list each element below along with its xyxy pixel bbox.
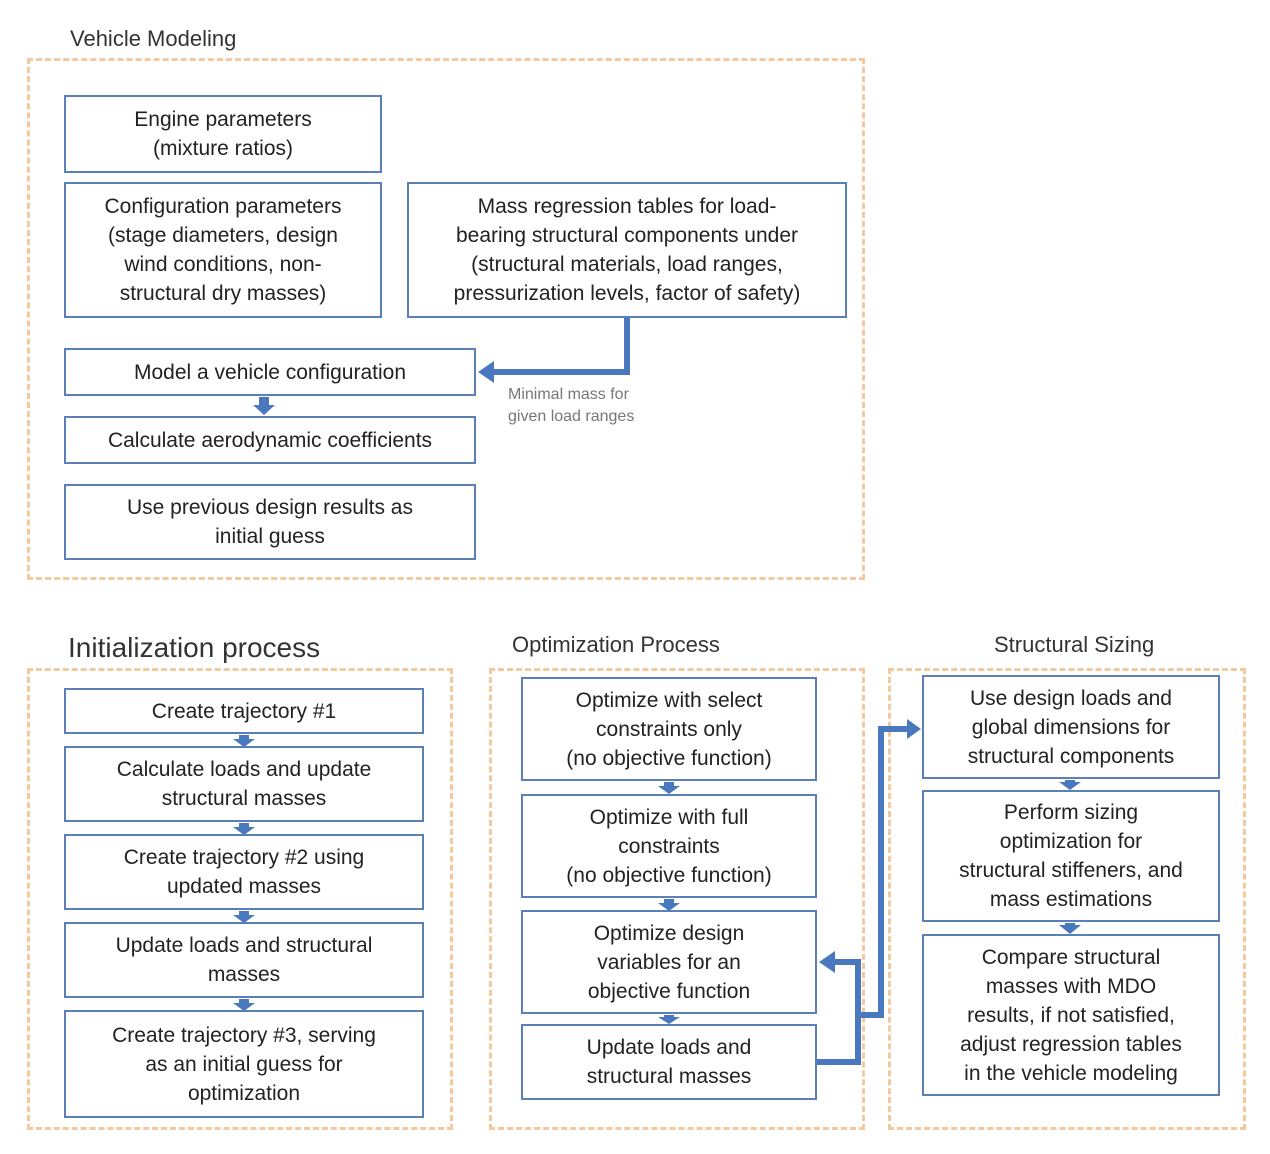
sizing-step-3: Compare structural masses with MDO resul… bbox=[922, 934, 1220, 1096]
structural-sizing-title: Structural Sizing bbox=[994, 632, 1155, 657]
init-step-4: Update loads and structural masses bbox=[64, 922, 424, 998]
init-step-5: Create trajectory #3, serving as an init… bbox=[64, 1010, 424, 1118]
sizing-step-1: Use design loads and global dimensions f… bbox=[922, 675, 1220, 779]
opt-step-2: Optimize with full constraints (no objec… bbox=[521, 794, 817, 898]
optimization-title: Optimization Process bbox=[512, 632, 720, 657]
init-step-2: Calculate loads and update structural ma… bbox=[64, 746, 424, 822]
mass-regression-box: Mass regression tables for load- bearing… bbox=[407, 182, 847, 318]
opt-step-3: Optimize design variables for an objecti… bbox=[521, 910, 817, 1014]
init-step-1: Create trajectory #1 bbox=[64, 688, 424, 734]
initialization-title: Initialization process bbox=[68, 632, 321, 663]
vehicle-modeling-group bbox=[27, 58, 865, 580]
aero-coefficients-box: Calculate aerodynamic coefficients bbox=[64, 416, 476, 464]
engine-parameters-box: Engine parameters (mixture ratios) bbox=[64, 95, 382, 173]
initialization-group bbox=[27, 668, 453, 1130]
init-step-3: Create trajectory #2 using updated masse… bbox=[64, 834, 424, 910]
opt-step-1: Optimize with select constraints only (n… bbox=[521, 677, 817, 781]
configuration-parameters-box: Configuration parameters (stage diameter… bbox=[64, 182, 382, 318]
previous-design-box: Use previous design results as initial g… bbox=[64, 484, 476, 560]
opt-step-4: Update loads and structural masses bbox=[521, 1024, 817, 1100]
sizing-step-2: Perform sizing optimization for structur… bbox=[922, 790, 1220, 922]
minimal-mass-note: Minimal mass for given load ranges bbox=[508, 386, 635, 425]
vehicle-modeling-title: Vehicle Modeling bbox=[70, 26, 237, 51]
model-vehicle-box: Model a vehicle configuration bbox=[64, 348, 476, 396]
